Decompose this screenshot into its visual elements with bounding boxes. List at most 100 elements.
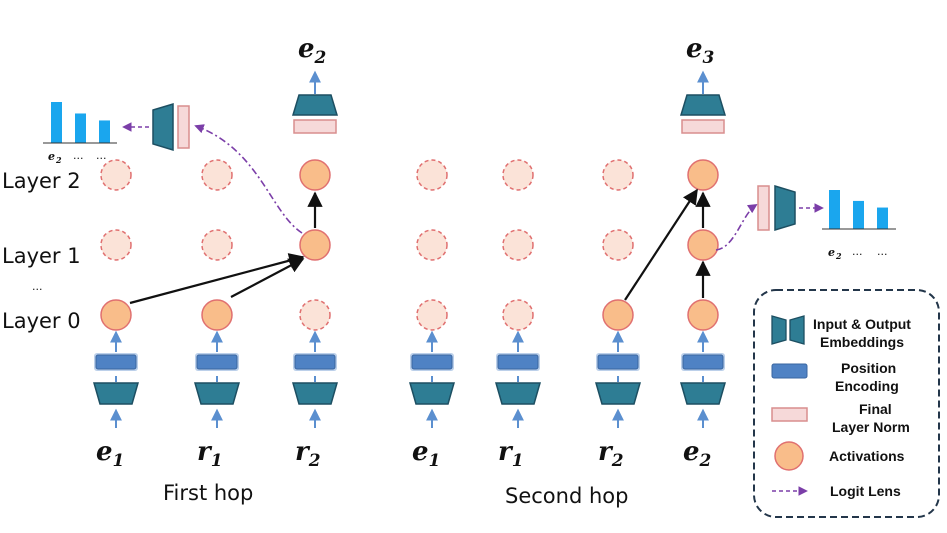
input-embedding (495, 382, 541, 405)
input-token-subscript: 1 (211, 451, 223, 471)
layer-1-label: Layer 1 (2, 244, 81, 268)
histogram-bars (51, 102, 110, 143)
input-token-label: r2 (598, 437, 624, 471)
inactive-activation-node (502, 229, 534, 261)
logit-lens-arrow-first-hop (194, 124, 303, 234)
token-column: e1 (409, 159, 455, 471)
position-encoding (411, 354, 453, 370)
activation-node (299, 229, 331, 261)
output-token-label: e2 (298, 34, 327, 68)
token-column: r1 (194, 159, 240, 471)
input-token-subscript: 2 (611, 451, 624, 471)
token-column: r1 (495, 159, 541, 471)
histogram-dots-1: ... (73, 149, 84, 162)
output-embedding (679, 94, 727, 116)
position-encoding (682, 354, 724, 370)
input-token-label: r1 (498, 437, 524, 471)
inactive-activation-node (502, 299, 534, 331)
input-embedding (194, 382, 240, 405)
activation-node (687, 229, 719, 261)
histogram-label-sub: 2 (55, 155, 62, 165)
layer-ellipsis-label: ... (32, 280, 43, 293)
final-layer-norm (681, 119, 725, 134)
input-embedding (680, 382, 726, 405)
legend-norm-line1: Final (859, 401, 892, 417)
histogram-label-e: e (48, 150, 55, 163)
histogram-bar (51, 102, 62, 143)
final-layer-norm-icon (771, 407, 808, 422)
legend-position-line2: Encoding (835, 378, 899, 394)
legend-border (753, 289, 940, 518)
output-token-subscript: 3 (703, 48, 715, 68)
histogram-label-sub: 2 (835, 251, 842, 261)
token-columns: e1 r1 r2 e2 e1 r1 r2 e2 e3 (93, 34, 727, 471)
input-token-subscript: 1 (113, 451, 125, 471)
legend: Input & Output Embeddings Position Encod… (753, 289, 940, 518)
position-encoding-icon (771, 363, 808, 379)
first-hop-caption: First hop (163, 481, 253, 505)
activation-node (201, 299, 233, 331)
legend-norm-line2: Layer Norm (832, 419, 910, 435)
histogram-bar (829, 190, 840, 229)
inactive-activation-node (602, 159, 634, 191)
output-token-subscript: 2 (314, 48, 327, 68)
legend-position-line1: Position (841, 360, 896, 376)
final-layer-norm-vertical (757, 185, 770, 231)
histogram-dots-1: ... (852, 245, 863, 258)
input-embedding (292, 382, 338, 405)
activation-node (687, 159, 719, 191)
input-embedding (409, 382, 455, 405)
output-embedding-vertical (152, 102, 174, 152)
histogram-dots-2: ... (96, 149, 107, 162)
input-embedding (595, 382, 641, 405)
activation-node (687, 299, 719, 331)
histogram-bar (75, 113, 86, 143)
second-hop-caption: Second hop (505, 484, 628, 508)
input-token-subscript: 2 (699, 451, 712, 471)
output-token-label: e3 (686, 34, 715, 68)
position-encoding (294, 354, 336, 370)
logit-lens-left: e 2 ... ... (43, 102, 190, 165)
token-column: e2 e3 (679, 34, 727, 471)
final-layer-norm-vertical (177, 105, 190, 149)
output-embedding (291, 94, 339, 116)
token-column: e1 (93, 159, 139, 471)
logit-lens-right: e 2 ... ... (757, 184, 896, 261)
inactive-activation-node (602, 229, 634, 261)
attention-arrows (129, 188, 711, 305)
input-token-label: r2 (295, 437, 321, 471)
input-token-label: e1 (412, 437, 440, 471)
inactive-activation-node (416, 159, 448, 191)
position-encoding (196, 354, 238, 370)
final-layer-norm (293, 119, 337, 134)
position-encoding (597, 354, 639, 370)
legend-embeddings-line2: Embeddings (820, 334, 904, 350)
input-token-subscript: 1 (429, 451, 441, 471)
activation-icon (774, 441, 804, 471)
input-token-subscript: 2 (308, 451, 321, 471)
input-embedding (93, 382, 139, 405)
inactive-activation-node (201, 229, 233, 261)
histogram-bar (99, 120, 110, 143)
position-encoding (497, 354, 539, 370)
inactive-activation-node (416, 299, 448, 331)
inactive-activation-node (100, 159, 132, 191)
activation-node (299, 159, 331, 191)
logit-lens-arrow-second-hop (715, 203, 758, 251)
attention-arrow-r1-to-r2-layer1 (230, 258, 305, 298)
histogram-bar (853, 200, 864, 229)
attention-arrow-e1-to-r2-layer1 (129, 253, 305, 305)
inactive-activation-node (502, 159, 534, 191)
layer-2-label: Layer 2 (2, 169, 81, 193)
input-token-label: r1 (197, 437, 223, 471)
activation-node (602, 299, 634, 331)
position-encoding (95, 354, 137, 370)
output-embedding-icon (789, 315, 805, 345)
inactive-activation-node (416, 229, 448, 261)
histogram-dots-2: ... (877, 245, 888, 258)
legend-activations: Activations (829, 448, 905, 464)
input-embedding-icon (771, 315, 787, 345)
input-token-label: e2 (683, 437, 712, 471)
input-token-label: e1 (96, 437, 124, 471)
